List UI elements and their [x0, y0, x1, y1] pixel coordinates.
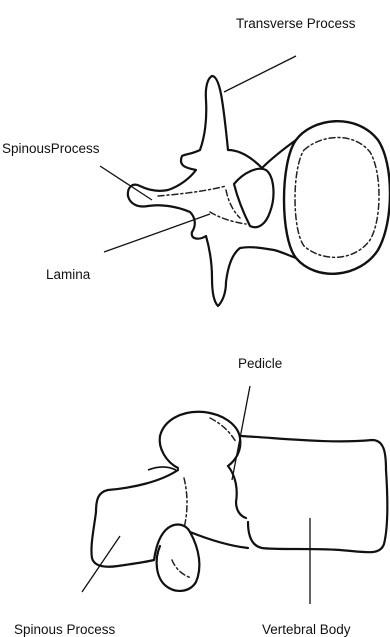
inferior-facet-dash	[172, 560, 192, 578]
leader-lamina	[104, 214, 210, 252]
vertebral-body-lateral	[240, 436, 387, 552]
facet-tip	[148, 467, 176, 470]
lower-arch-edge	[190, 532, 248, 548]
spinous-process-lateral	[91, 470, 178, 567]
label-transverse-process: Transverse Process	[236, 16, 356, 31]
label-spinous-process-top: SpinousProcess	[2, 141, 100, 156]
leader-pedicle	[232, 386, 250, 480]
posterior-arch-outline	[128, 76, 296, 306]
leader-spinous-process-bottom	[82, 536, 120, 592]
vertebral-body-superior	[284, 121, 390, 274]
label-pedicle: Pedicle	[238, 356, 282, 371]
label-vertebral-body: Vertebral Body	[262, 622, 351, 637]
superior-articular-process	[160, 412, 241, 468]
articular-facet-dash	[210, 418, 236, 442]
spinous-inner-dash	[184, 478, 187, 528]
pedicle-outline	[228, 466, 246, 518]
label-spinous-process-bottom: Spinous Process	[14, 622, 116, 637]
label-lamina: Lamina	[46, 267, 91, 282]
leader-transverse-process	[224, 56, 296, 92]
superior-view	[128, 76, 390, 306]
leader-spinous-process-top	[100, 166, 152, 200]
